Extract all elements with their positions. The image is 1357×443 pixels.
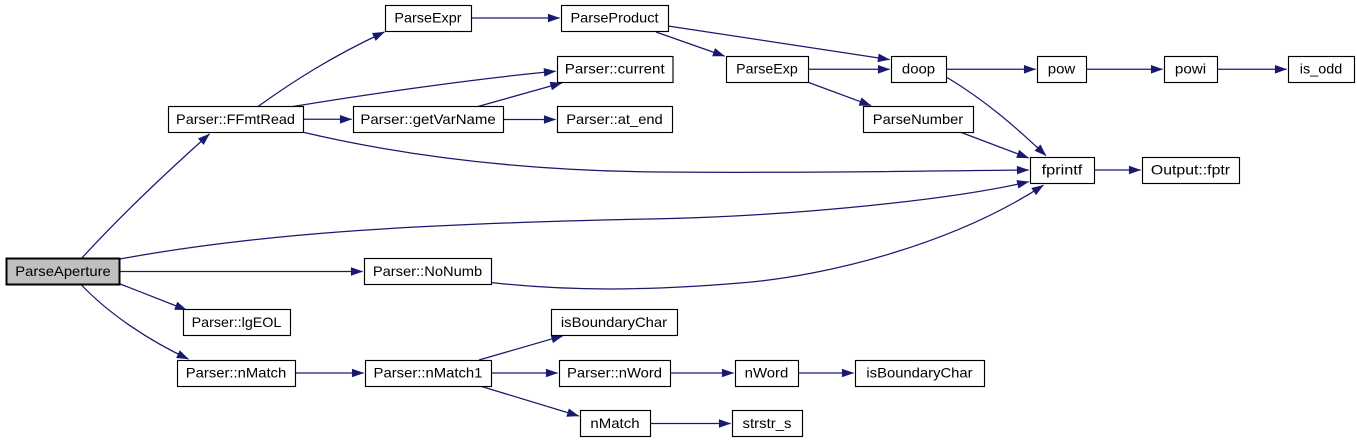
svg-text:Parser::NoNumb: Parser::NoNumb bbox=[373, 263, 483, 279]
svg-text:powi: powi bbox=[1175, 60, 1206, 76]
svg-text:ParseExpr: ParseExpr bbox=[394, 9, 461, 25]
svg-text:nWord: nWord bbox=[745, 364, 789, 380]
svg-text:nMatch: nMatch bbox=[590, 415, 639, 431]
svg-text:strstr_s: strstr_s bbox=[743, 415, 792, 431]
svg-text:Parser::current: Parser::current bbox=[565, 60, 665, 76]
svg-text:ParseExp: ParseExp bbox=[736, 60, 798, 76]
svg-text:Parser::lgEOL: Parser::lgEOL bbox=[192, 314, 282, 330]
svg-text:ParseNumber: ParseNumber bbox=[873, 111, 964, 127]
svg-text:pow: pow bbox=[1048, 60, 1077, 76]
svg-text:doop: doop bbox=[902, 60, 935, 76]
svg-text:fprintf: fprintf bbox=[1042, 161, 1083, 177]
svg-text:Parser::getVarName: Parser::getVarName bbox=[360, 111, 496, 127]
svg-text:Parser::at_end: Parser::at_end bbox=[566, 111, 663, 127]
svg-text:is_odd: is_odd bbox=[1300, 60, 1342, 76]
svg-text:Parser::nWord: Parser::nWord bbox=[567, 364, 662, 380]
svg-text:isBoundaryChar: isBoundaryChar bbox=[561, 314, 668, 330]
svg-text:isBoundaryChar: isBoundaryChar bbox=[866, 364, 973, 380]
svg-text:Parser::FFmtRead: Parser::FFmtRead bbox=[176, 111, 295, 127]
svg-text:Output::fptr: Output::fptr bbox=[1151, 161, 1231, 177]
svg-text:ParseAperture: ParseAperture bbox=[15, 263, 111, 279]
svg-text:ParseProduct: ParseProduct bbox=[571, 9, 659, 25]
svg-text:Parser::nMatch1: Parser::nMatch1 bbox=[374, 364, 483, 380]
svg-text:Parser::nMatch: Parser::nMatch bbox=[186, 364, 286, 380]
